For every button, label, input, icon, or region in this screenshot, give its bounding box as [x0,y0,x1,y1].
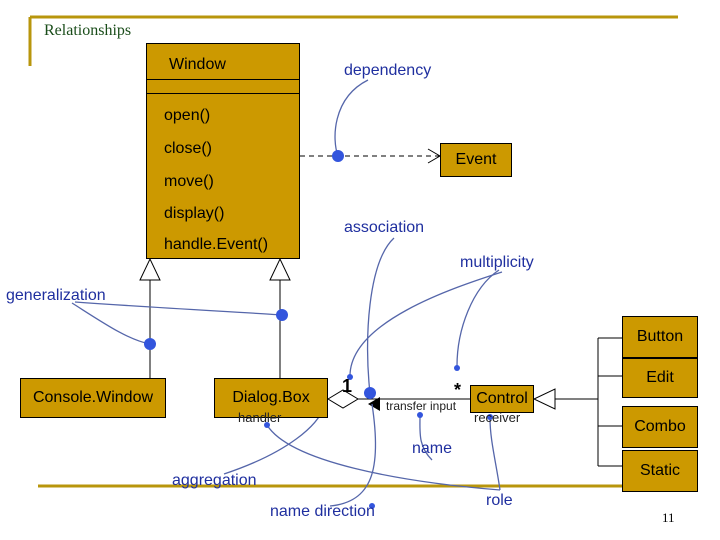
callout-role-receiver [489,417,501,491]
event-class: Event [440,143,512,177]
button-class: Button [622,316,698,358]
dialog-box-class: Dialog.Box [214,378,328,418]
slide-title: Relationships [44,22,132,39]
generalization-annotation: generalization [6,287,106,304]
window-op-handle-event: handle.Event() [164,236,269,253]
aggregation-diamond [327,389,359,409]
multiplicity-many-label: * [454,380,462,400]
callout-name [419,415,433,461]
combo-class: Combo [622,406,698,448]
generalization-triangle-console [139,257,161,281]
name-direction-annotation: name direction [270,503,375,520]
name-annotation: name [412,440,453,457]
callout-generalization-console [71,302,151,345]
dependency-annotation: dependency [344,62,432,79]
page-number: 11 [662,510,675,525]
control-class: Control [470,385,534,413]
edit-class: Edit [622,358,698,398]
window-op-close: close() [164,140,213,157]
static-class: Static [622,450,698,492]
generalization-triangle-dialog [269,257,291,281]
multiplicity-one-label: 1 [342,376,353,396]
window-class-divider-2 [147,93,299,94]
window-op-display: display() [164,205,225,222]
aggregation-annotation: aggregation [172,472,257,489]
window-class-name: Window [169,56,226,73]
role-annotation: role [486,492,513,509]
console-window-class: Console.Window [20,378,166,418]
multiplicity-annotation: multiplicity [460,254,534,271]
role-handler-label: handler [238,410,282,425]
callout-association [366,237,395,394]
window-class-divider-1 [147,79,299,80]
callout-dependency [334,79,369,157]
association-annotation: association [344,219,425,236]
window-op-move: move() [164,173,214,190]
window-op-open: open() [164,107,211,124]
window-class: Window open() close() move() display() h… [146,43,300,259]
callout-multiplicity [456,269,500,367]
callout-multiplicity-one [349,271,503,377]
association-name-label: transfer input [386,399,457,413]
callout-name-direction [329,403,377,507]
callout-role-handler [266,424,501,491]
control-generalization-triangle [532,388,556,410]
callout-generalization-dialog [74,301,283,316]
name-direction-arrow [368,397,380,411]
role-receiver-label: receiver [474,410,521,425]
